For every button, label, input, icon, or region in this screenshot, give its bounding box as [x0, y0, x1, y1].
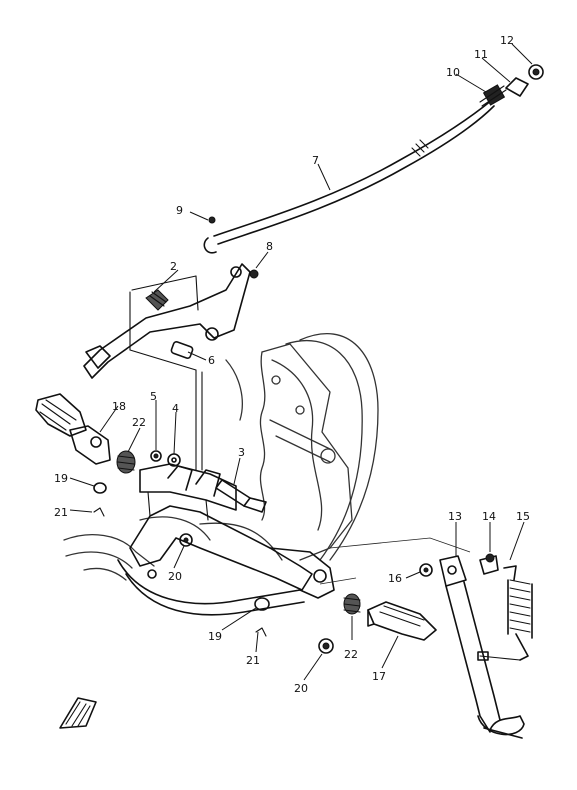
callout-22-left: 22	[132, 416, 146, 429]
spring-22-right	[343, 593, 361, 615]
callout-12: 12	[500, 34, 514, 47]
callout-20-left: 20	[168, 570, 182, 583]
callout-18: 18	[112, 400, 126, 413]
callout-11: 11	[474, 48, 488, 61]
footrest-bar	[117, 463, 335, 616]
callout-21-right: 21	[246, 654, 260, 667]
shift-rod	[203, 99, 495, 254]
callout-2: 2	[170, 260, 177, 273]
sidestand	[439, 555, 525, 739]
spring-22-left	[116, 450, 136, 474]
nut-12	[528, 64, 544, 80]
callout-20-right: 20	[294, 682, 308, 695]
clip-9	[208, 216, 216, 224]
callouts: 12 11 10 7 9 8 2 6 18 22 5 4 3 19 21 20 …	[54, 34, 530, 695]
callout-3: 3	[238, 446, 245, 459]
washer-20-left	[179, 533, 193, 547]
footrest-left	[35, 393, 111, 465]
callout-13: 13	[448, 510, 462, 523]
change-pedal	[83, 263, 251, 471]
spring-2	[145, 289, 169, 311]
callout-15: 15	[516, 510, 530, 523]
rod-end-11	[505, 77, 529, 97]
cotter-21-left	[93, 507, 105, 517]
pin-19-left	[93, 482, 107, 494]
shaft-3	[215, 479, 267, 513]
callout-21-left: 21	[54, 506, 68, 519]
callout-19-right: 19	[208, 630, 222, 643]
spring-15	[477, 565, 533, 661]
callout-5: 5	[150, 390, 157, 403]
cotter-21-right	[255, 627, 267, 637]
callout-14: 14	[482, 510, 496, 523]
pin-19-right	[254, 597, 270, 611]
leader-lines	[69, 43, 533, 681]
front-arrow-icon	[59, 697, 97, 729]
footrest-right	[367, 601, 437, 641]
callout-22-right: 22	[344, 648, 358, 661]
callout-6: 6	[208, 354, 215, 367]
washer-5	[150, 450, 162, 462]
callout-17: 17	[372, 670, 386, 683]
rod-adjuster-10	[479, 84, 507, 107]
nut-16	[419, 563, 433, 577]
callout-7: 7	[312, 154, 319, 167]
washer-20-right	[318, 638, 334, 654]
frame-outline	[63, 333, 379, 581]
bolt-14	[479, 553, 499, 575]
callout-4: 4	[172, 402, 179, 415]
callout-9: 9	[176, 204, 183, 217]
callout-10: 10	[446, 66, 460, 79]
callout-19-left: 19	[54, 472, 68, 485]
bushing-6	[170, 340, 194, 360]
callout-16: 16	[388, 572, 402, 585]
callout-8: 8	[266, 240, 273, 253]
clip-8	[249, 269, 259, 279]
